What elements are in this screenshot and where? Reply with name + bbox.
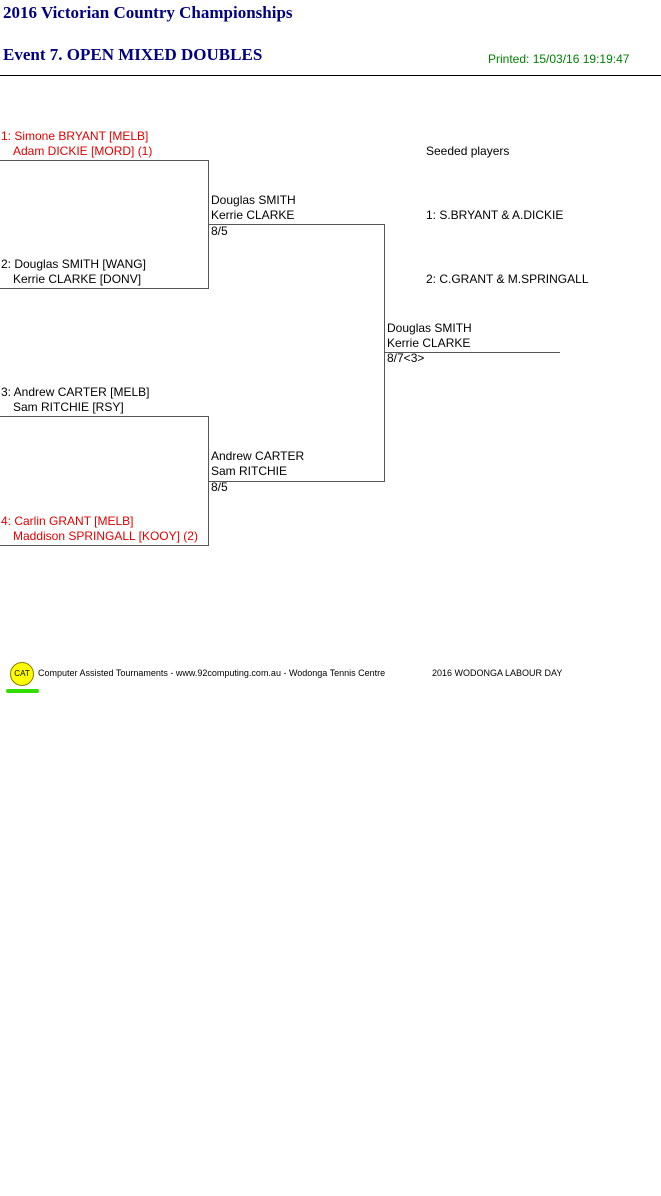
final-score: 8/7<3> (387, 351, 425, 365)
semifinal-2-line1: Andrew CARTER (211, 449, 305, 463)
logo-underline (6, 689, 39, 693)
printed-timestamp: Printed: 15/03/16 19:19:47 (488, 52, 630, 66)
round1-entry-4-line2: Maddison SPRINGALL [KOOY] (2) (13, 529, 198, 543)
semifinal-1-score: 8/5 (211, 224, 228, 238)
bracket-line (208, 224, 384, 225)
bracket-line (384, 224, 385, 482)
round1-entry-3-line1: 3: Andrew CARTER [MELB] (1, 385, 150, 399)
round1-entry-1-line1: 1: Simone BRYANT [MELB] (1, 129, 149, 143)
footer-credit: Computer Assisted Tournaments - www.92co… (38, 668, 386, 678)
header-divider (0, 75, 661, 76)
footer-event-name: 2016 WODONGA LABOUR DAY (432, 668, 563, 678)
semifinal-2-line2: Sam RITCHIE (211, 464, 288, 478)
seed-2: 2: C.GRANT & M.SPRINGALL (426, 272, 589, 286)
round1-entry-1-line2: Adam DICKIE [MORD] (1) (13, 144, 153, 158)
final-winner-line1: Douglas SMITH (387, 321, 472, 335)
round1-entry-2-line2: Kerrie CLARKE [DONV] (13, 272, 142, 286)
round1-entry-2-line1: 2: Douglas SMITH [WANG] (1, 257, 146, 271)
semifinal-1-line1: Douglas SMITH (211, 193, 296, 207)
event-title: Event 7. OPEN MIXED DOUBLES (3, 45, 263, 64)
bracket-line (0, 545, 208, 546)
bracket-line (0, 288, 208, 289)
semifinal-2-score: 8/5 (211, 480, 228, 494)
semifinal-1-line2: Kerrie CLARKE (211, 208, 295, 222)
final-winner-line2: Kerrie CLARKE (387, 336, 471, 350)
bracket-line (384, 352, 560, 353)
seed-1: 1: S.BRYANT & A.DICKIE (426, 208, 564, 222)
championship-title: 2016 Victorian Country Championships (3, 3, 293, 22)
bracket-line (0, 160, 208, 161)
bracket-line (208, 481, 384, 482)
cat-logo-icon: CAT (10, 662, 34, 686)
bracket-line (0, 416, 208, 417)
round1-entry-3-line2: Sam RITCHIE [RSY] (13, 400, 124, 414)
seeded-players-heading: Seeded players (426, 144, 510, 158)
round1-entry-4-line1: 4: Carlin GRANT [MELB] (1, 514, 134, 528)
